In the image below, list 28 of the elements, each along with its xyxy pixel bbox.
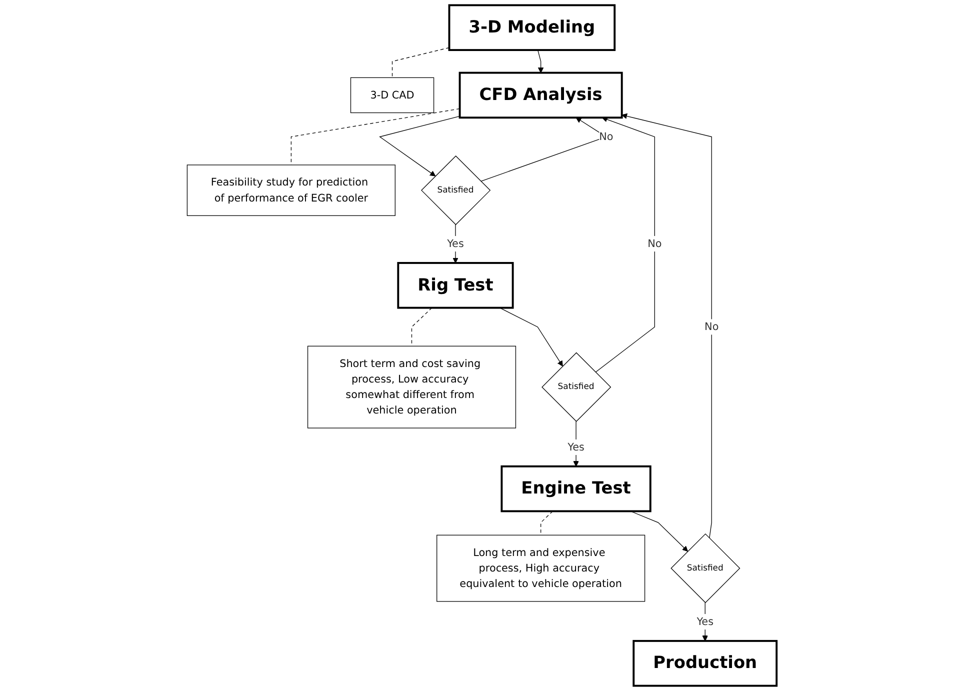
- arrow: [573, 421, 579, 467]
- edge-label: Yes: [447, 237, 464, 250]
- arrow: [622, 113, 712, 539]
- arrow: [379, 116, 460, 176]
- arrow: [595, 116, 656, 373]
- node-box: Production: [632, 640, 778, 687]
- node-diamond: Satisfied: [421, 156, 491, 226]
- arrow: [500, 307, 563, 366]
- node-box: CFD Analysis: [458, 72, 623, 119]
- connector: [540, 510, 554, 536]
- node-box: Feasibility study for prediction of performance of EGR cooler: [186, 164, 396, 216]
- connector: [412, 307, 432, 346]
- node-diamond: Satisfied: [670, 534, 740, 604]
- connector: [392, 47, 450, 78]
- edge-label: Yes: [696, 615, 714, 628]
- edge-label: No: [599, 130, 614, 143]
- edge-label: Yes: [568, 440, 585, 454]
- node-box: Rig Test: [397, 262, 514, 309]
- edge-label: No: [648, 237, 662, 250]
- node-box: Engine Test: [500, 465, 652, 512]
- edge-label: No: [704, 320, 719, 333]
- arrow: [630, 510, 688, 552]
- node-box: Long term and expensive process, High accuracy equivalent to vehicle operation: [436, 534, 646, 602]
- arrow: [538, 50, 544, 74]
- node-box: 3-D Modeling: [448, 4, 616, 52]
- node-diamond: Satisfied: [542, 352, 612, 422]
- node-box: 3-D CAD: [350, 77, 434, 114]
- node-box: Short term and cost saving process, Low accuracy somewhat different from vehicle operation: [308, 346, 516, 428]
